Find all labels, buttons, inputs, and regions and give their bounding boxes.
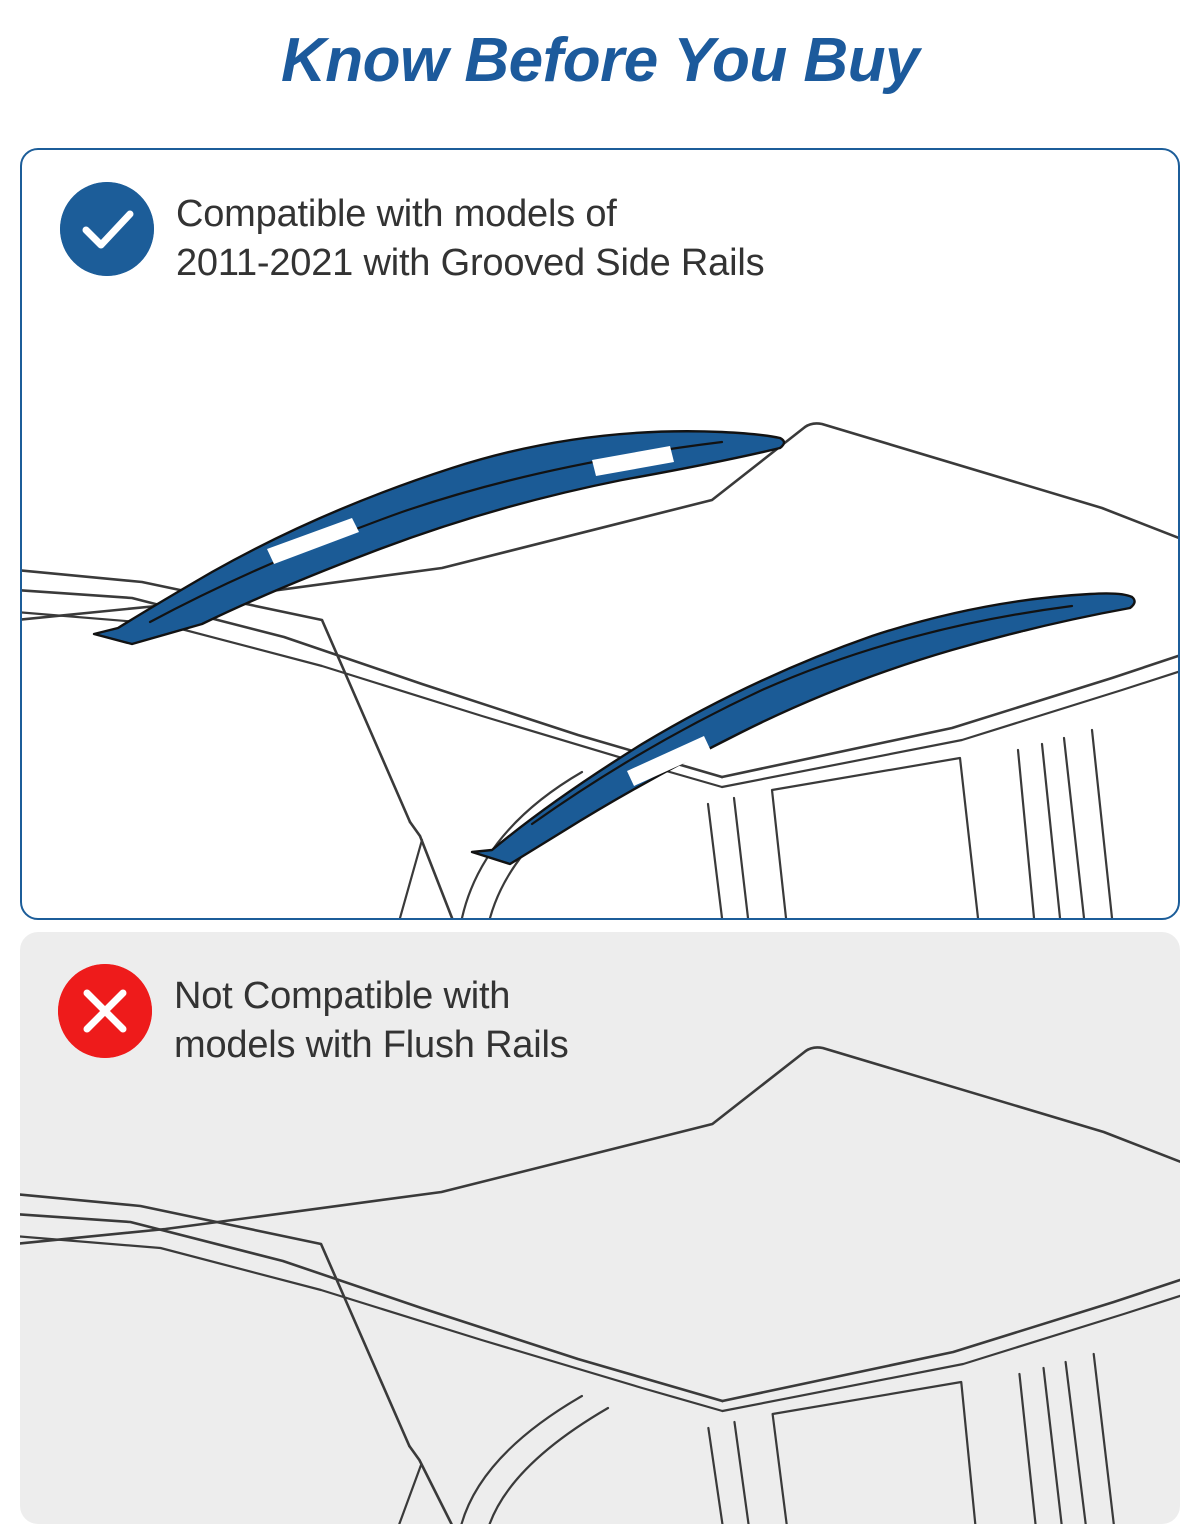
compatible-card-header: Compatible with models of 2011-2021 with… xyxy=(60,182,765,289)
compatible-heading: Compatible with models of 2011-2021 with… xyxy=(176,193,765,285)
check-circle-icon xyxy=(60,182,154,276)
compatible-card: Compatible with models of 2011-2021 with… xyxy=(20,148,1180,920)
page-title: Know Before You Buy xyxy=(280,26,920,95)
compatible-illustration xyxy=(22,422,1178,918)
incompatible-illustration xyxy=(20,1046,1180,1524)
incompatible-card: Not Compatible with models with Flush Ra… xyxy=(20,932,1180,1524)
incompatible-heading: Not Compatible with models with Flush Ra… xyxy=(174,975,569,1067)
x-circle-icon xyxy=(58,964,152,1058)
incompatible-card-header: Not Compatible with models with Flush Ra… xyxy=(58,964,569,1071)
